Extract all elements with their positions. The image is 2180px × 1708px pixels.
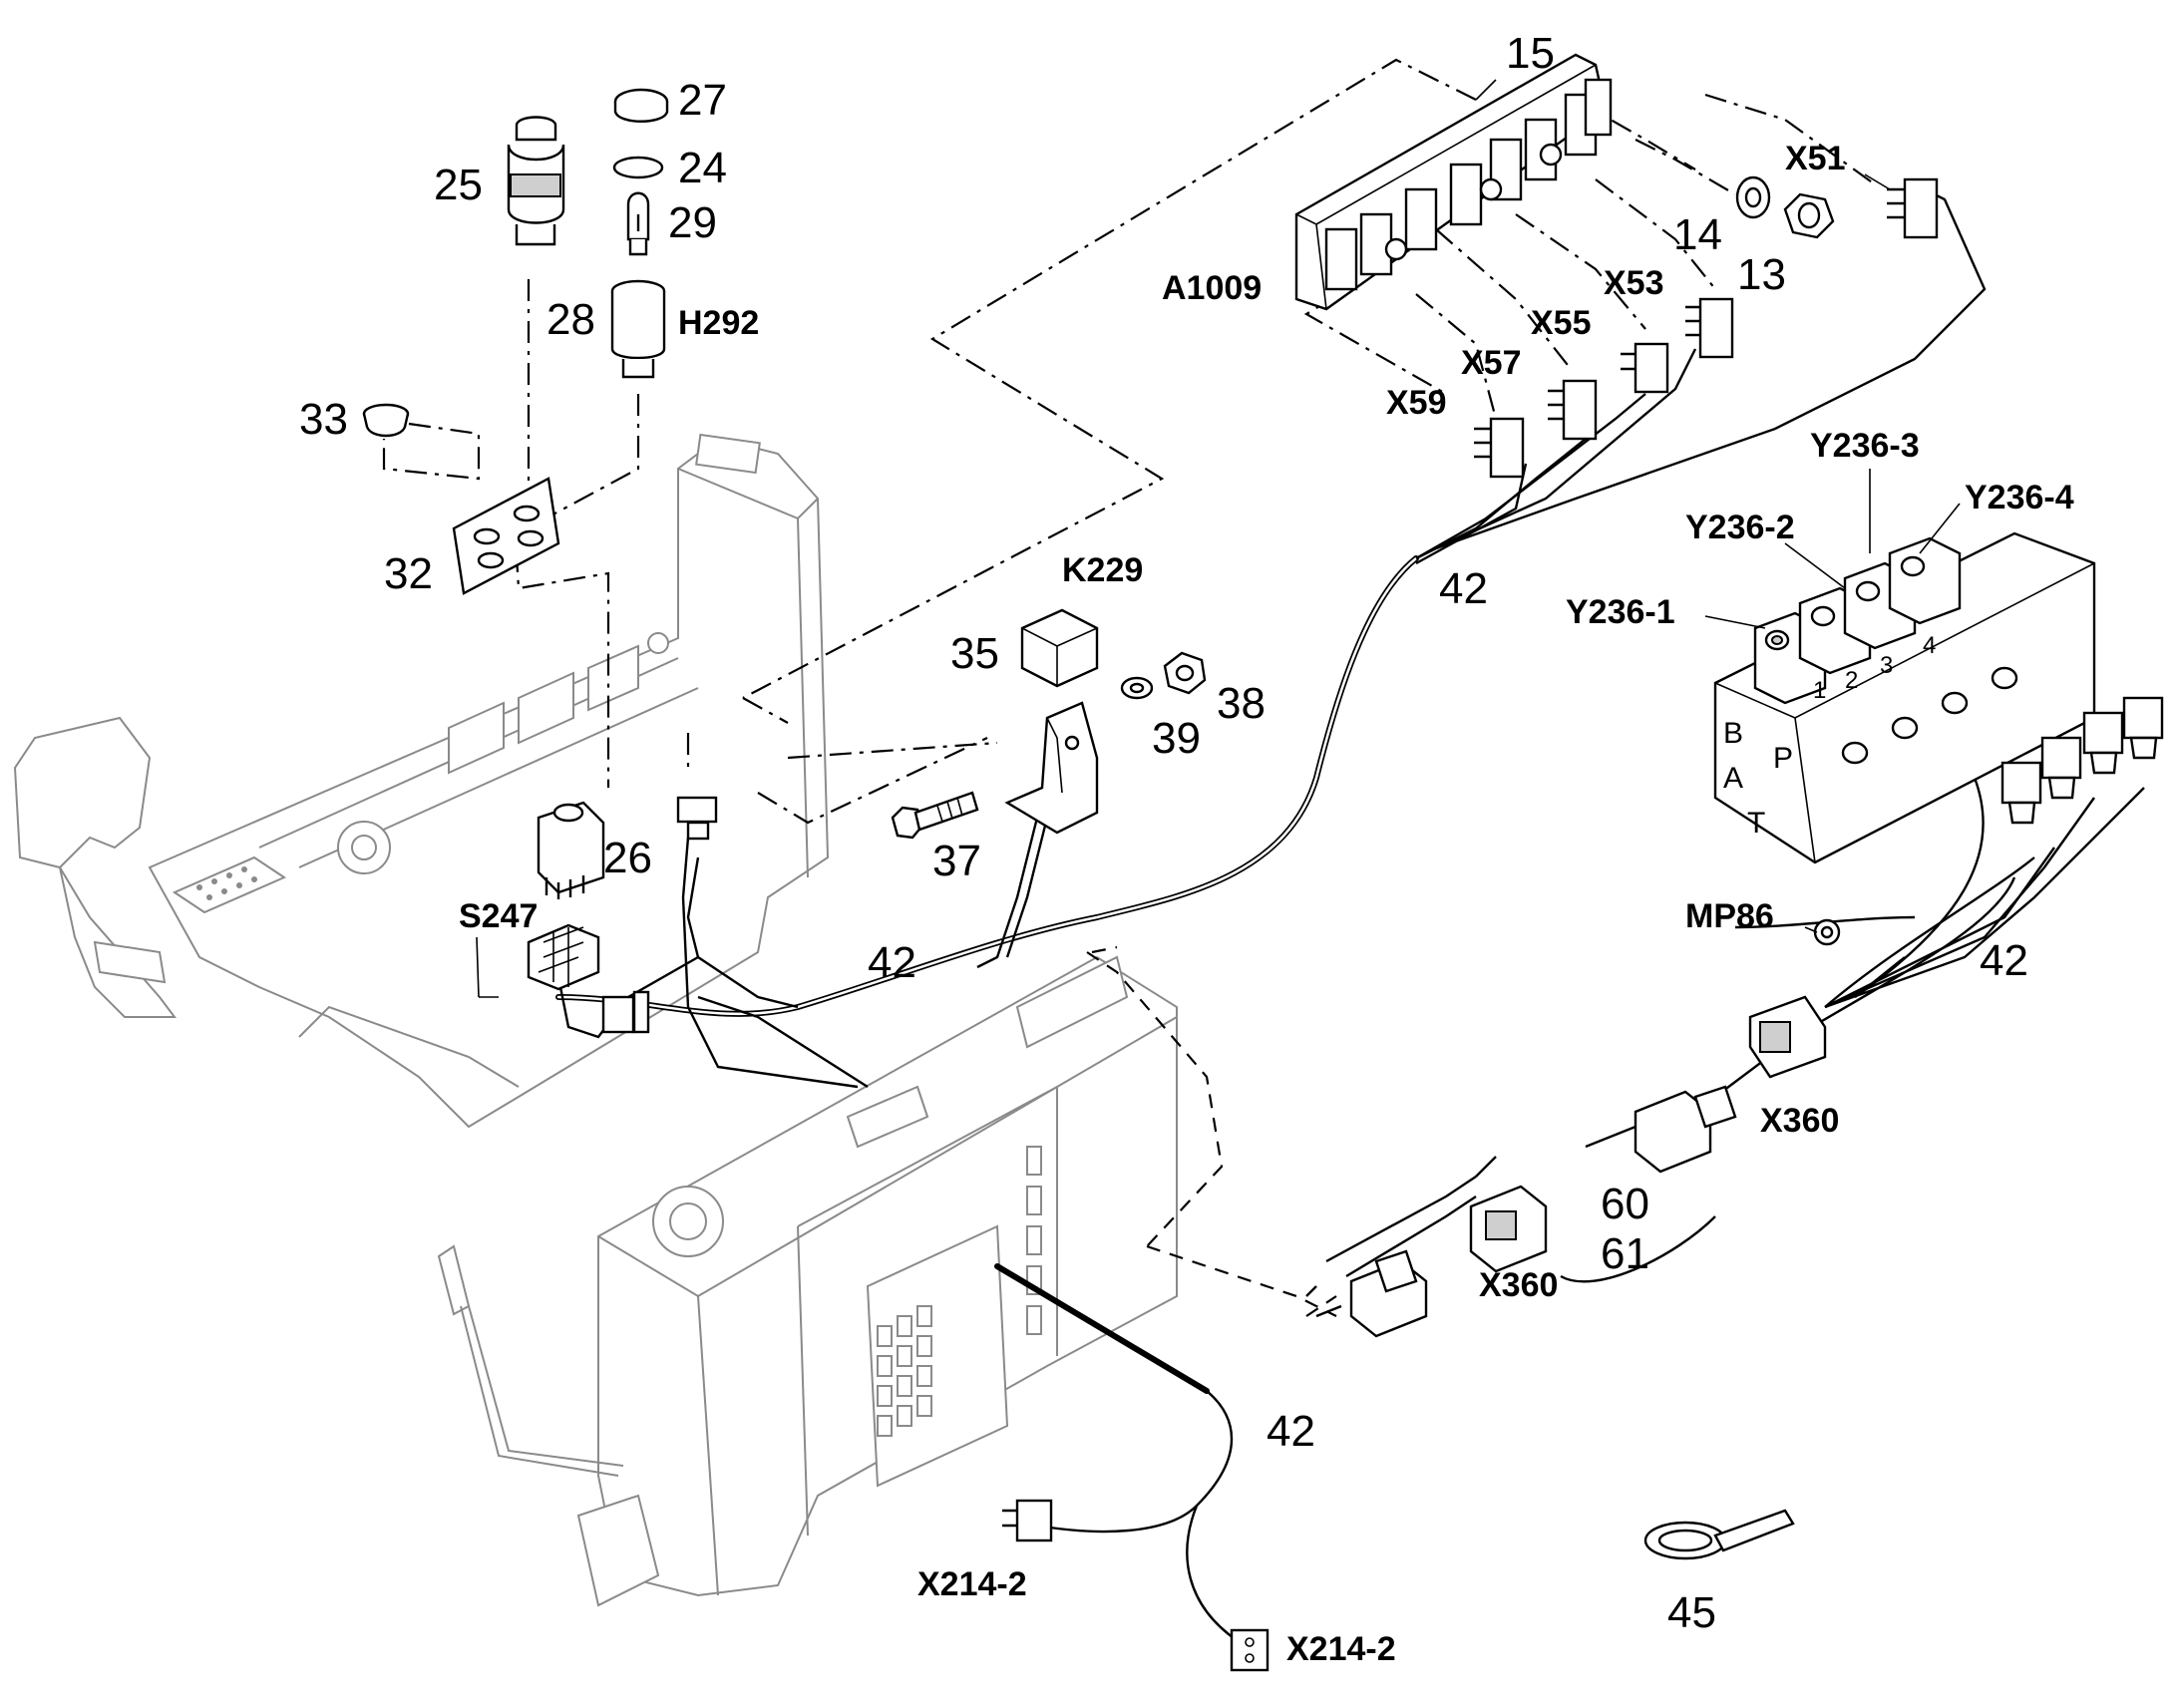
label-15: 15 (1506, 29, 1555, 78)
label-x360-right: X360 (1760, 1102, 1839, 1140)
washer-14 (1735, 175, 1771, 219)
label-a1009: A1009 (1162, 269, 1262, 307)
plug-60-61 (1634, 1085, 1737, 1174)
valve-station-3: 3 (1880, 652, 1893, 679)
label-mp86: MP86 (1685, 897, 1774, 935)
label-24: 24 (678, 144, 727, 192)
plug-upper (676, 796, 718, 841)
connector-x57 (1548, 379, 1598, 441)
label-38: 38 (1217, 679, 1266, 728)
bracket (1004, 701, 1099, 835)
label-26: 26 (603, 834, 652, 882)
label-y236-2: Y236-2 (1685, 509, 1795, 546)
label-33: 33 (299, 395, 348, 444)
label-x53: X53 (1604, 264, 1664, 302)
valve-block (1713, 531, 2096, 864)
measuring-point-mp86 (1813, 918, 1841, 946)
label-leaders (476, 79, 1961, 998)
connector-x55 (1621, 342, 1669, 394)
switch-25 (507, 116, 565, 246)
label-35: 35 (950, 629, 999, 678)
valve-station-4: 4 (1923, 632, 1936, 659)
label-42-top: 42 (1439, 564, 1488, 613)
o-ring-24 (612, 156, 664, 179)
label-42-bottom: 42 (1267, 1407, 1315, 1456)
label-13: 13 (1737, 250, 1786, 299)
label-42-mid: 42 (868, 938, 916, 987)
label-39: 39 (1152, 714, 1201, 763)
port-t: T (1747, 807, 1765, 840)
label-60: 60 (1601, 1180, 1649, 1228)
console-body (13, 433, 1178, 1607)
port-a: A (1723, 762, 1743, 795)
label-25: 25 (434, 161, 483, 209)
solenoid-plugs (2000, 696, 2164, 825)
label-y236-4: Y236-4 (1965, 479, 2074, 516)
switch-s247 (527, 923, 600, 991)
label-h292: H292 (678, 304, 759, 342)
label-x214-2-a: X214-2 (917, 1565, 1027, 1603)
cap-33 (362, 403, 410, 438)
label-y236-1: Y236-1 (1566, 593, 1675, 631)
label-28: 28 (546, 295, 595, 344)
relay-26 (537, 801, 605, 899)
label-s247: S247 (459, 897, 538, 935)
cables (555, 182, 2145, 1641)
label-27: 27 (678, 76, 727, 125)
connector-x360-left (1469, 1185, 1548, 1273)
bolt-37 (891, 791, 979, 840)
label-37: 37 (932, 837, 981, 885)
plug-s247 (601, 990, 650, 1034)
label-x59: X59 (1386, 384, 1447, 422)
connector-x51 (1887, 177, 1939, 239)
nut-13 (1783, 192, 1835, 239)
connector-x53 (1685, 297, 1734, 359)
label-14: 14 (1673, 210, 1722, 259)
plate-32 (452, 477, 560, 595)
label-x360-left: X360 (1479, 1266, 1558, 1304)
connector-x214-2-a (1002, 1499, 1053, 1542)
bulb-29 (626, 191, 650, 256)
relay-bracket-15 (1294, 53, 1613, 311)
part-labels: 15 27 24 25 29 28 H292 33 32 A1009 X51 1… (299, 29, 2074, 1668)
solenoid-y236-4 (1888, 536, 1962, 625)
label-x55: X55 (1531, 304, 1592, 342)
cap-27 (613, 88, 669, 123)
label-y236-3: Y236-3 (1810, 427, 1920, 465)
label-x57: X57 (1461, 344, 1522, 382)
label-x51: X51 (1785, 140, 1846, 177)
label-32: 32 (384, 549, 433, 598)
label-29: 29 (668, 198, 717, 247)
nut-38 (1163, 651, 1207, 695)
cable-tie-45 (1643, 1509, 1795, 1560)
connector-x214-2-b (1230, 1628, 1270, 1672)
label-42-right: 42 (1980, 936, 2028, 985)
label-45: 45 (1667, 1588, 1716, 1637)
connector-x59 (1474, 417, 1525, 479)
plug-left (1349, 1249, 1428, 1338)
label-k229: K229 (1062, 551, 1143, 589)
port-p: P (1773, 742, 1793, 775)
lamp-holder-28 (610, 279, 666, 379)
label-x214-2-b: X214-2 (1286, 1630, 1396, 1668)
label-61: 61 (1601, 1229, 1649, 1278)
relay-k229 (1020, 608, 1099, 688)
port-b: B (1723, 717, 1743, 750)
valve-station-1: 1 (1813, 677, 1826, 704)
connector-x360-right (1748, 995, 1827, 1079)
valve-station-2: 2 (1845, 667, 1858, 694)
washer-39 (1120, 676, 1154, 700)
